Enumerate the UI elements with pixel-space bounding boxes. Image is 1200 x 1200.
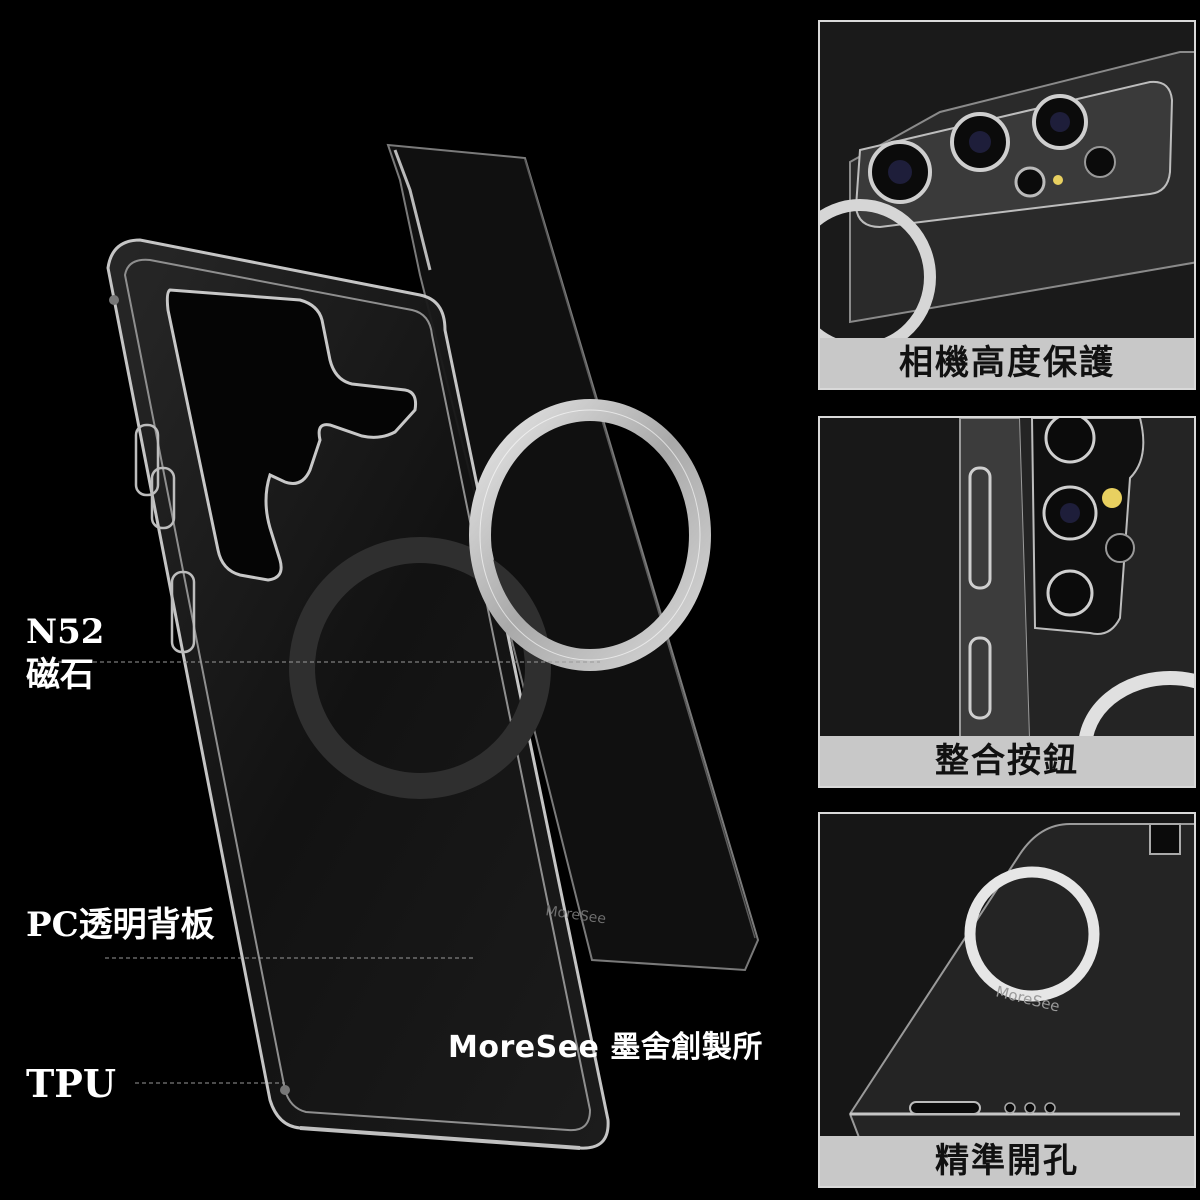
- feature-panel-integrated-buttons: 整合按鈕: [818, 416, 1196, 788]
- n52-magnet-ring: [469, 399, 711, 671]
- magnet-label: 磁石: [26, 655, 94, 695]
- feature-panel-camera-protection: 相機高度保護: [818, 20, 1196, 390]
- button-closeup-illustration: [820, 418, 1194, 738]
- pc-back-plate: [386, 143, 760, 972]
- feature-panel-precise-cutouts: MoreSee 精準開孔: [818, 812, 1196, 1188]
- caption-integrated-buttons: 整合按鈕: [820, 736, 1194, 786]
- tpu-label: TPU: [26, 1061, 116, 1106]
- caption-camera-protection: 相機高度保護: [820, 338, 1194, 388]
- camera-closeup-illustration: [820, 22, 1194, 342]
- tpu-case-frame: MoreSee: [106, 238, 610, 1150]
- phone-case-exploded-illustration: MoreSee: [30, 143, 760, 1150]
- caption-precise-cutouts: 精準開孔: [820, 1136, 1194, 1186]
- pc-back-label: PC透明背板: [26, 905, 215, 945]
- brand-name: MoreSee 墨舍創製所: [448, 1030, 763, 1065]
- n52-label: N52: [26, 612, 105, 652]
- cutout-closeup-illustration: MoreSee: [820, 814, 1194, 1140]
